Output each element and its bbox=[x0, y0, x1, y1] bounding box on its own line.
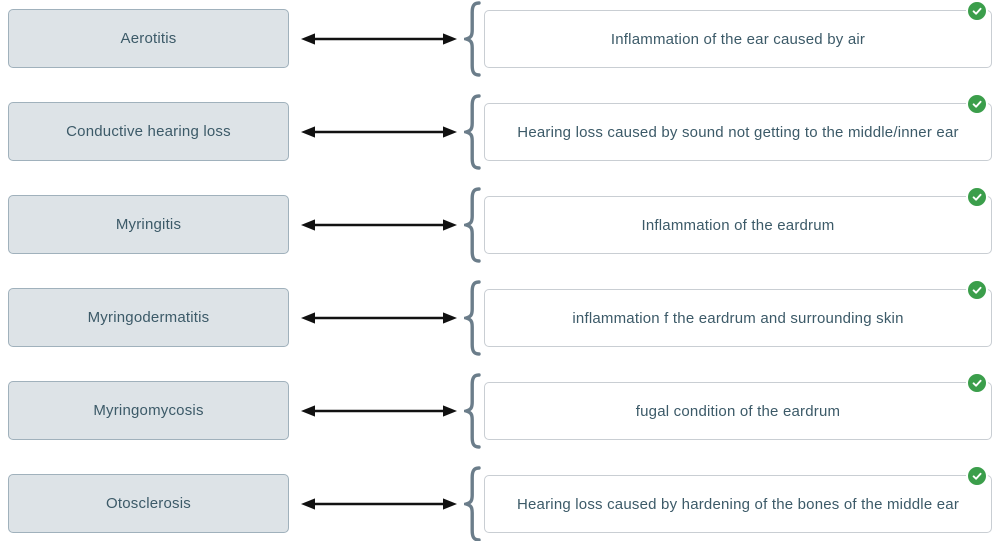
double-arrow-icon bbox=[301, 288, 457, 347]
double-arrow-icon bbox=[301, 381, 457, 440]
double-arrow-icon bbox=[301, 474, 457, 533]
definition-label: Hearing loss caused by sound not getting… bbox=[517, 123, 959, 141]
match-row: Aerotitis Inflammation of the ear caused… bbox=[0, 0, 1000, 77]
match-row: Myringitis Inflammation of the eardrum bbox=[0, 186, 1000, 263]
definition-card[interactable]: Inflammation of the eardrum bbox=[484, 186, 992, 254]
check-circle-icon bbox=[966, 279, 988, 301]
definition-card[interactable]: inflammation f the eardrum and surroundi… bbox=[484, 279, 992, 347]
term-card[interactable]: Otosclerosis bbox=[8, 474, 289, 533]
curly-brace-icon bbox=[459, 1, 481, 77]
definition-label: Inflammation of the ear caused by air bbox=[610, 30, 866, 48]
term-card[interactable]: Aerotitis bbox=[8, 9, 289, 68]
definition-card[interactable]: Inflammation of the ear caused by air bbox=[484, 0, 992, 68]
definition-card[interactable]: Hearing loss caused by hardening of the … bbox=[484, 465, 992, 533]
check-circle-icon bbox=[966, 93, 988, 115]
term-label: Otosclerosis bbox=[106, 495, 191, 512]
check-circle-icon bbox=[966, 372, 988, 394]
curly-brace-icon bbox=[459, 280, 481, 356]
curly-brace-icon bbox=[459, 187, 481, 263]
term-label: Myringodermatitis bbox=[87, 309, 210, 326]
match-row: Otosclerosis Hearing loss caused by hard… bbox=[0, 465, 1000, 541]
match-row: Myringomycosis fugal condition of the ea… bbox=[0, 372, 1000, 449]
check-circle-icon bbox=[966, 186, 988, 208]
definition-label: inflammation f the eardrum and surroundi… bbox=[572, 309, 904, 327]
definition-label: Inflammation of the eardrum bbox=[641, 216, 835, 234]
term-label: Conductive hearing loss bbox=[66, 123, 231, 140]
double-arrow-icon bbox=[301, 9, 457, 68]
match-row: Conductive hearing loss Hearing loss cau… bbox=[0, 93, 1000, 170]
definition-label: fugal condition of the eardrum bbox=[635, 402, 841, 420]
definition-label: Hearing loss caused by hardening of the … bbox=[516, 495, 960, 513]
definition-card[interactable]: fugal condition of the eardrum bbox=[484, 372, 992, 440]
double-arrow-icon bbox=[301, 102, 457, 161]
curly-brace-icon bbox=[459, 466, 481, 541]
term-card[interactable]: Conductive hearing loss bbox=[8, 102, 289, 161]
term-card[interactable]: Myringitis bbox=[8, 195, 289, 254]
term-label: Myringitis bbox=[115, 216, 182, 233]
curly-brace-icon bbox=[459, 94, 481, 170]
match-row: Myringodermatitis inflammation f the ear… bbox=[0, 279, 1000, 356]
curly-brace-icon bbox=[459, 373, 481, 449]
term-label: Myringomycosis bbox=[93, 402, 204, 419]
double-arrow-icon bbox=[301, 195, 457, 254]
term-card[interactable]: Myringomycosis bbox=[8, 381, 289, 440]
check-circle-icon bbox=[966, 0, 988, 22]
term-label: Aerotitis bbox=[120, 30, 177, 47]
check-circle-icon bbox=[966, 465, 988, 487]
definition-card[interactable]: Hearing loss caused by sound not getting… bbox=[484, 93, 992, 161]
term-card[interactable]: Myringodermatitis bbox=[8, 288, 289, 347]
